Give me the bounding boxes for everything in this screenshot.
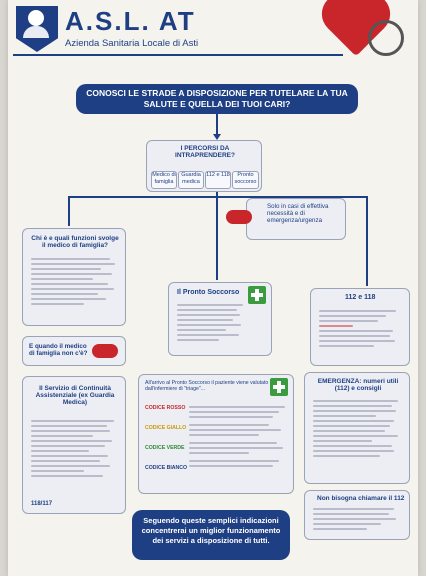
triage-codes-box: All'arrivo al Pronto Soccorso il pazient… — [138, 374, 294, 494]
emergenze-title: EMERGENZA: numeri utili (112) e consigli — [317, 378, 399, 392]
top-question-banner: CONOSCI LE STRADE A DISPOSIZIONE PER TUT… — [76, 84, 358, 114]
gp-box-body — [31, 255, 119, 308]
gp-box: Chi è e quali funzioni svolge il medico … — [22, 228, 126, 326]
guardia-title: Il Servizio di Continuità Assistenziale … — [35, 385, 115, 406]
triage-intro: All'arrivo al Pronto Soccorso il pazient… — [145, 380, 269, 392]
logo-person-head-icon — [28, 10, 44, 26]
code-yellow: CODICE GIALLO — [145, 425, 187, 431]
connector-down-left — [68, 196, 70, 226]
option-medico-famiglia: Medico di famiglia — [151, 171, 177, 189]
emergenze-body — [313, 397, 403, 460]
org-subtitle: Azienda Sanitaria Locale di Asti — [65, 38, 199, 49]
box-112-118-body — [319, 307, 403, 350]
flow-arrow — [216, 114, 218, 136]
box-112-118-title: 112 e 118 — [345, 294, 376, 301]
do-not-call-title: Non bisogna chiamare il 112 — [317, 495, 405, 502]
header: A.S.L. AT Azienda Sanitaria Locale di As… — [8, 0, 418, 70]
guardia-number: 118/117 — [31, 501, 53, 507]
gp-box-title: Chi è e quali funzioni svolge il medico … — [31, 235, 119, 249]
do-not-call-body — [313, 505, 403, 533]
paths-box: I PERCORSI DA INTRAPRENDERE? Medico di f… — [146, 140, 262, 192]
emergency-only-box: Solo in casi di effettiva necessità e di… — [246, 198, 346, 240]
guardia-medica-box: Il Servizio di Continuità Assistenziale … — [22, 376, 126, 514]
code-green: CODICE VERDE — [145, 445, 185, 451]
option-pronto-soccorso: Pronto soccorso — [232, 171, 259, 189]
codes-body — [189, 403, 289, 470]
option-guardia-medica: Guardia medica — [178, 171, 204, 189]
emergency-only-text: Solo in casi di effettiva necessità e di… — [267, 203, 329, 224]
connector-down-right — [366, 196, 368, 286]
heart-stethoscope-illustration — [327, 0, 408, 60]
stethoscope-icon — [368, 20, 404, 56]
flow-arrowhead — [213, 134, 221, 140]
connector-down-mid — [216, 192, 218, 280]
box-112-118: 112 e 118 — [310, 288, 410, 366]
code-white: CODICE BIANCO — [145, 465, 188, 471]
paths-box-title: I PERCORSI DA INTRAPRENDERE? — [175, 145, 235, 159]
header-divider — [13, 54, 343, 56]
pronto-soccorso-body — [177, 301, 247, 344]
bottom-advice-banner: Seguendo queste semplici indicazioni con… — [132, 510, 290, 560]
when-gp-absent-text: E quando il medico di famiglia non c'è? — [29, 343, 88, 357]
connector-left — [68, 196, 368, 198]
first-aid-cross-icon-2 — [270, 378, 288, 396]
ambulance-icon-2 — [92, 344, 118, 358]
do-not-call-box: Non bisogna chiamare il 112 — [304, 490, 410, 540]
ambulance-icon — [226, 210, 252, 224]
poster: A.S.L. AT Azienda Sanitaria Locale di As… — [8, 0, 418, 576]
guardia-body — [31, 417, 119, 480]
emergenze-box: EMERGENZA: numeri utili (112) e consigli — [304, 372, 410, 484]
logo-person-body-icon — [23, 26, 49, 38]
code-red: CODICE ROSSO — [145, 405, 186, 411]
pronto-soccorso-title: Il Pronto Soccorso — [177, 289, 240, 296]
first-aid-cross-icon — [248, 286, 266, 304]
org-title: A.S.L. AT — [65, 6, 196, 36]
option-112-118: 112 e 118 — [205, 171, 231, 189]
